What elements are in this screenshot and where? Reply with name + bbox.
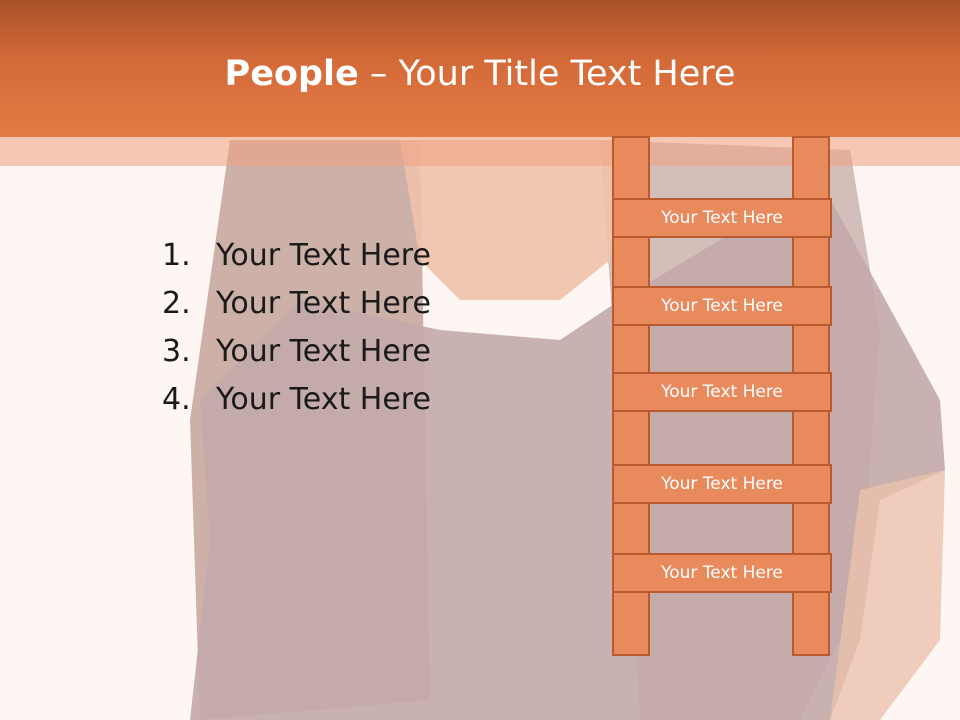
ladder-rung-3: Your Text Here [612,372,832,412]
list-item-number: 4. [162,382,191,417]
slide-title: People – Your Title Text Here [0,52,960,96]
title-bar [0,0,960,137]
list-item: 4. Your Text Here [162,376,431,424]
numbered-list: 1. Your Text Here 2. Your Text Here 3. Your… [162,232,431,424]
ladder-rung-5: Your Text Here [612,553,832,593]
title-rest-text: – Your Title Text Here [358,54,736,94]
list-item-text: Your Text Here [216,238,431,273]
ladder-rung-1: Your Text Here [612,198,832,238]
list-item-text: Your Text Here [216,382,431,417]
list-item: 3. Your Text Here [162,328,431,376]
ladder-rung-2: Your Text Here [612,286,832,326]
list-item-number: 3. [162,334,191,369]
list-item: 2. Your Text Here [162,280,431,328]
list-item-text: Your Text Here [216,334,431,369]
title-bold-text: People [224,54,359,94]
list-item-number: 2. [162,286,191,321]
list-item-number: 1. [162,238,191,273]
ladder-rung-4: Your Text Here [612,464,832,504]
list-item-text: Your Text Here [216,286,431,321]
list-item: 1. Your Text Here [162,232,431,280]
